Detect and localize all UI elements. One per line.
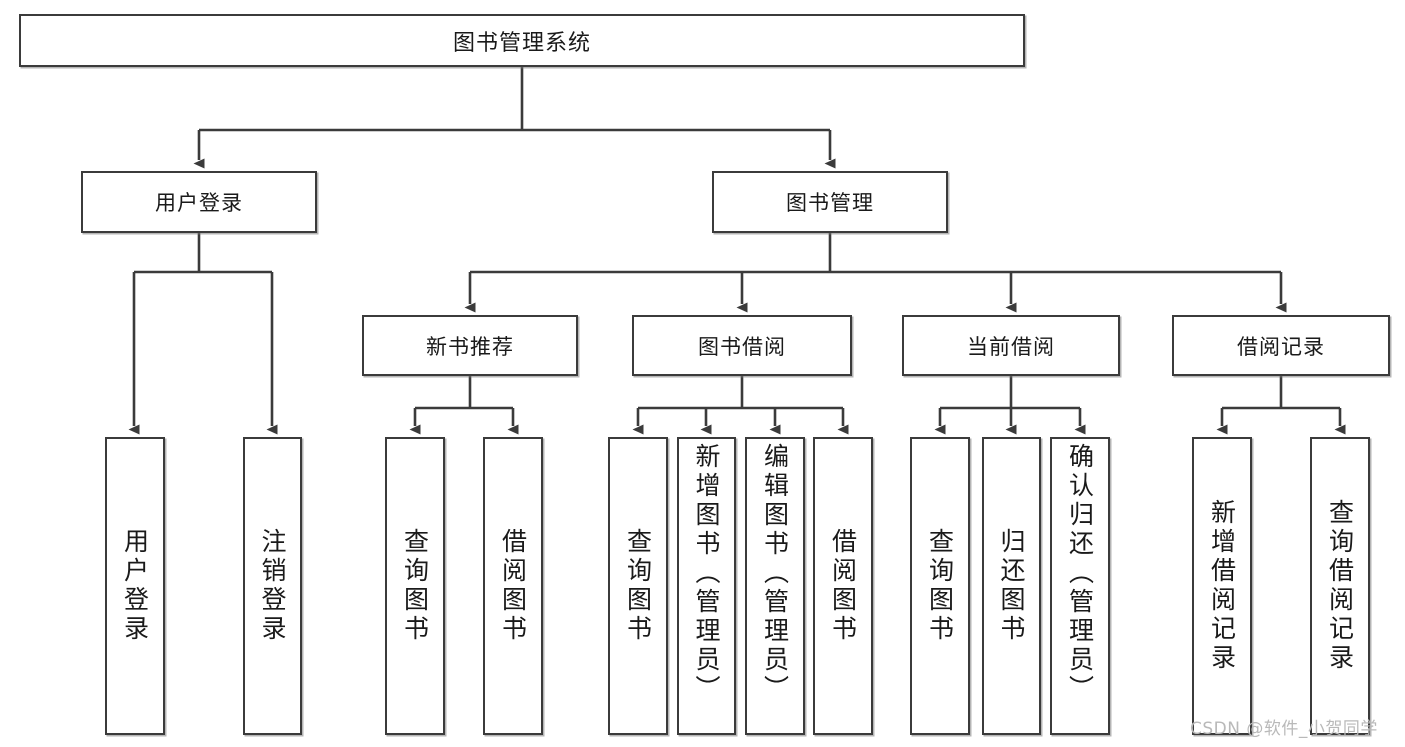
node-borrow-record[interactable]: 借阅记录	[1172, 315, 1390, 376]
node-label: 借阅记录	[1237, 334, 1325, 359]
leaf-label: 用户登录	[120, 528, 150, 644]
leaf-label: 借阅图书	[828, 528, 858, 644]
leaf-label: 查询图书	[400, 528, 430, 644]
leaf-query-book-current[interactable]: 查询图书	[910, 437, 970, 735]
node-current-borrow[interactable]: 当前借阅	[902, 315, 1120, 376]
leaf-return-book[interactable]: 归还图书	[982, 437, 1041, 735]
node-label: 新书推荐	[426, 334, 514, 359]
leaf-label: 归还图书	[997, 528, 1026, 644]
leaf-label: 注销登录	[258, 528, 287, 644]
node-label: 用户登录	[155, 191, 243, 215]
leaf-query-borrow-record[interactable]: 查询借阅记录	[1310, 437, 1370, 735]
leaf-label: 查询图书	[925, 528, 955, 644]
leaf-edit-book-admin[interactable]: 编辑图书（管理员）	[745, 437, 805, 735]
node-label: 当前借阅	[967, 334, 1055, 359]
leaf-borrow-book[interactable]: 借阅图书	[813, 437, 873, 735]
node-new-book-recommend[interactable]: 新书推荐	[362, 315, 578, 376]
leaf-confirm-return-admin[interactable]: 确认归还（管理员）	[1050, 437, 1110, 735]
leaf-query-book-recommend[interactable]: 查询图书	[385, 437, 445, 735]
node-book-management[interactable]: 图书管理	[712, 171, 948, 233]
leaf-borrow-book-recommend[interactable]: 借阅图书	[483, 437, 543, 735]
node-root-system[interactable]: 图书管理系统	[19, 14, 1025, 67]
leaf-label: 查询图书	[623, 528, 653, 644]
leaf-logout-login[interactable]: 注销登录	[243, 437, 302, 735]
leaf-label: 新增借阅记录	[1207, 499, 1237, 673]
node-label: 图书管理	[786, 191, 874, 215]
watermark: CSDN @软件_小贺同学	[1190, 719, 1378, 739]
node-label: 图书管理系统	[452, 30, 591, 56]
leaf-add-book-admin[interactable]: 新增图书（管理员）	[677, 437, 736, 735]
leaf-add-borrow-record[interactable]: 新增借阅记录	[1192, 437, 1252, 735]
leaf-label: 查询借阅记录	[1325, 499, 1355, 673]
leaf-label: 新增图书（管理员）	[692, 443, 721, 704]
leaf-label: 编辑图书（管理员）	[760, 443, 790, 704]
node-book-borrow[interactable]: 图书借阅	[632, 315, 852, 376]
leaf-user-login[interactable]: 用户登录	[105, 437, 165, 735]
leaf-label: 确认归还（管理员）	[1065, 443, 1095, 704]
leaf-label: 借阅图书	[498, 528, 528, 644]
leaf-query-book-borrow[interactable]: 查询图书	[608, 437, 668, 735]
node-label: 图书借阅	[698, 334, 786, 359]
node-user-login[interactable]: 用户登录	[81, 171, 317, 233]
